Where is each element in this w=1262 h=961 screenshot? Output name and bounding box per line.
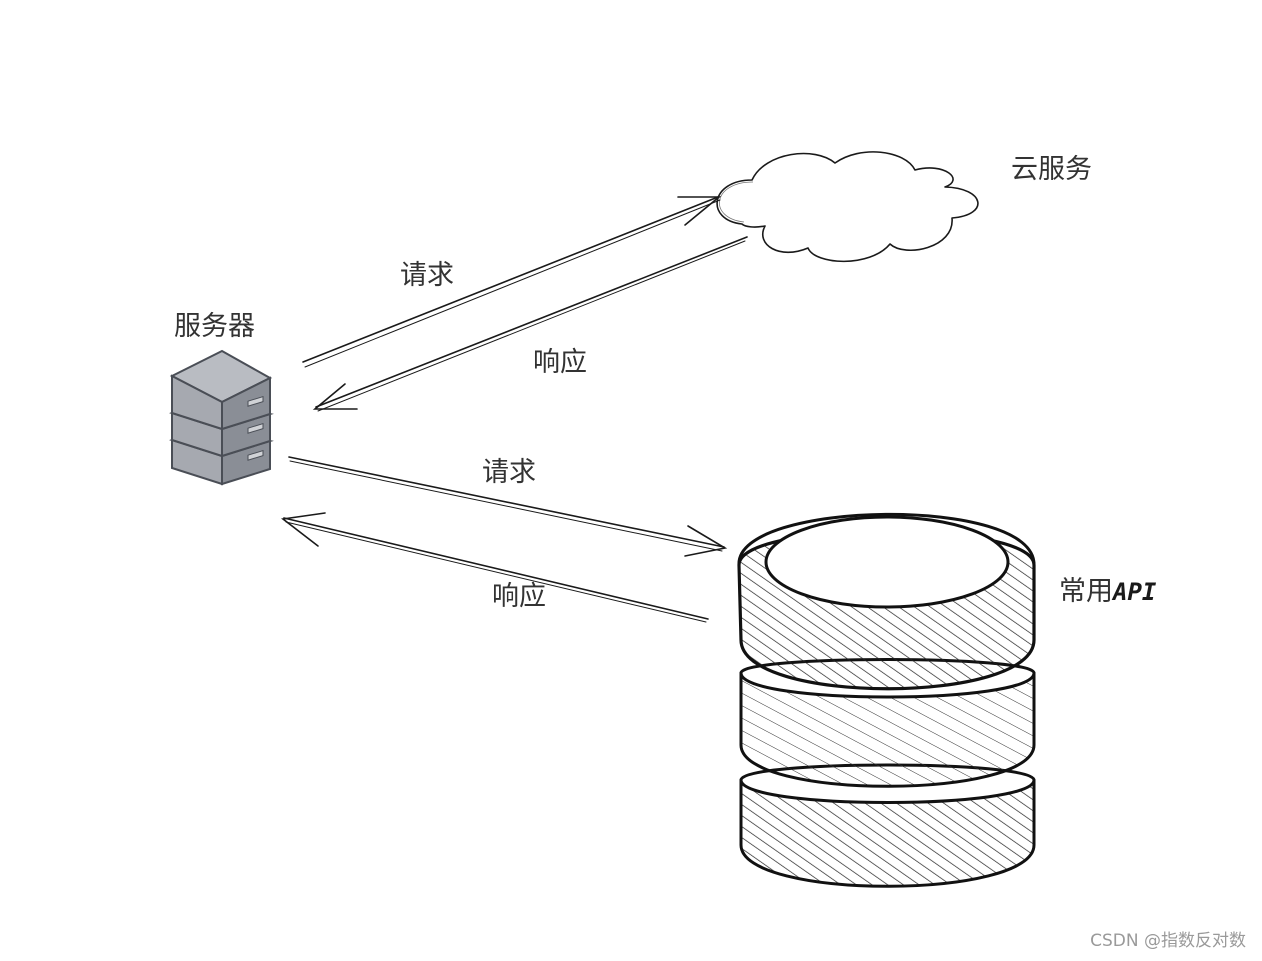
arrow-api-to-server — [281, 512, 709, 623]
arrow-cloud-to-server — [312, 236, 748, 412]
database-icon — [737, 512, 1036, 888]
server-rack-icon — [169, 349, 274, 486]
server-label: 服务器 — [174, 311, 255, 342]
database-disk-bottom — [739, 763, 1036, 888]
edge-label-server-to-api: 请求 — [482, 457, 536, 488]
database-disk-middle — [739, 658, 1036, 788]
database-disk-top — [737, 512, 1036, 691]
edge-label-server-to-cloud: 请求 — [400, 260, 454, 291]
edge-label-api-to-server: 响应 — [492, 581, 546, 612]
api-label-prefix: 常用 — [1059, 576, 1113, 607]
cloud-icon — [716, 151, 979, 263]
edge-label-cloud-to-server: 响应 — [533, 347, 587, 378]
api-label-suffix: API — [1113, 578, 1157, 606]
cloud-label: 云服务 — [1011, 154, 1092, 185]
arrow-server-to-cloud — [302, 196, 722, 368]
watermark: CSDN @指数反对数 — [1090, 931, 1246, 951]
arrow-server-to-api — [288, 456, 728, 557]
api-label: 常用API — [1059, 578, 1156, 605]
server-unit-top — [169, 349, 273, 431]
